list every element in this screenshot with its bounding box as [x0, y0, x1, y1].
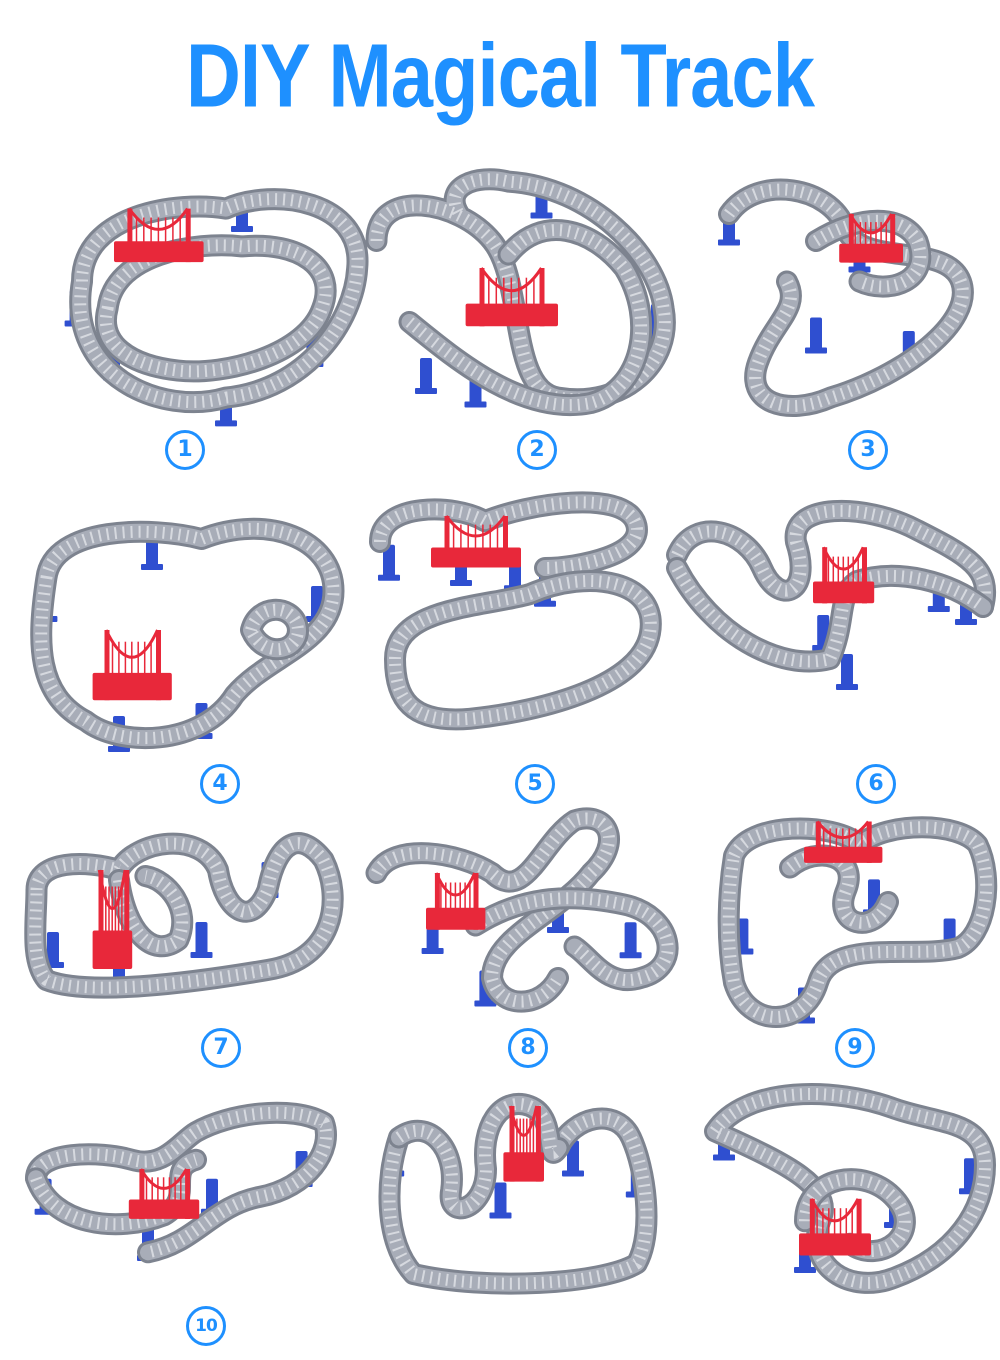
track-upper-ties	[405, 224, 648, 411]
support-pillar	[383, 544, 395, 579]
suspension-bridge	[804, 820, 883, 863]
track-upper-bed	[669, 560, 991, 670]
track-layout-8	[360, 807, 690, 1020]
track-layout-7	[20, 820, 350, 1020]
track-main-ties	[35, 522, 340, 745]
support-pillar-foot	[848, 266, 871, 273]
layout-number-badge: 7	[201, 1028, 241, 1068]
track-upper-ties	[389, 575, 657, 726]
support-pillar	[494, 1182, 507, 1217]
track-main-bed	[27, 835, 341, 996]
track-layout-5	[365, 490, 665, 750]
track-illustration	[64, 188, 369, 427]
track-layout-9	[717, 810, 1000, 1040]
support-pillar-foot	[141, 564, 163, 570]
support-pillar-foot	[955, 619, 977, 625]
support-pillar-foot	[215, 420, 237, 427]
track-layout-12	[700, 1075, 1000, 1300]
track-layout-10	[20, 1095, 340, 1280]
track-upper-bed	[387, 573, 659, 728]
support-pillar-foot	[805, 347, 827, 354]
support-pillar-foot	[718, 239, 740, 246]
track-illustration	[666, 499, 997, 690]
layout-number-badge: 10	[186, 1306, 226, 1346]
support-pillar-foot	[421, 948, 444, 954]
layout-number-badge: 3	[848, 430, 888, 470]
track-layout-3	[700, 160, 990, 430]
layout-number-badge: 4	[200, 764, 240, 804]
support-pillar-foot	[794, 1267, 816, 1273]
suspension-bridge	[114, 207, 204, 263]
support-pillar-foot	[836, 684, 858, 690]
layout-number-badge: 5	[515, 764, 555, 804]
support-pillar-foot	[415, 388, 437, 394]
suspension-bridge	[426, 872, 486, 930]
track-layout-2	[360, 160, 690, 430]
track-main-ties	[74, 193, 364, 409]
suspension-bridge	[128, 1168, 200, 1219]
track-main-ties	[30, 1106, 332, 1259]
suspension-bridge	[92, 629, 172, 701]
track-illustration	[718, 178, 974, 417]
support-pillar	[841, 654, 853, 688]
suspension-bridge	[503, 1105, 544, 1182]
suspension-bridge	[839, 213, 903, 263]
support-pillar-foot	[562, 1170, 584, 1177]
suspension-bridge	[431, 515, 521, 568]
support-pillar-foot	[927, 606, 950, 612]
support-pillar-foot	[378, 574, 400, 581]
support-pillar-foot	[190, 952, 213, 958]
track-main-ties	[374, 496, 643, 574]
support-pillar-foot	[530, 212, 553, 219]
support-pillar	[195, 922, 208, 956]
track-main-ties	[371, 812, 615, 1008]
track-main-ties	[671, 504, 992, 609]
layout-number-badge: 2	[517, 430, 557, 470]
track-upper-ties	[395, 1098, 564, 1215]
suspension-bridge	[465, 267, 558, 327]
support-pillar-foot	[547, 927, 569, 933]
track-illustration	[365, 168, 676, 416]
support-pillar-foot	[534, 600, 556, 607]
support-pillar-foot	[450, 580, 472, 586]
suspension-bridge	[92, 869, 133, 969]
support-pillar	[624, 922, 637, 957]
support-pillar-foot	[474, 1000, 497, 1007]
track-main-bed	[707, 1086, 993, 1291]
track-main-ties	[724, 183, 969, 412]
track-illustration	[30, 517, 345, 752]
track-illustration	[704, 1083, 996, 1294]
track-main-ties	[722, 821, 993, 1023]
suspension-bridge	[799, 1198, 871, 1256]
support-pillar-foot	[231, 226, 253, 232]
support-pillar	[47, 932, 59, 966]
layout-number-badge: 9	[835, 1028, 875, 1068]
track-layout-4	[20, 500, 350, 760]
page-title: DIY Magical Track	[186, 26, 815, 127]
layout-number-badge: 6	[856, 764, 896, 804]
track-main-bed	[381, 1110, 655, 1292]
track-layout-11	[370, 1085, 660, 1295]
track-illustration	[365, 807, 679, 1013]
layout-number-badge: 1	[165, 430, 205, 470]
suspension-bridge	[813, 546, 875, 604]
track-illustration	[369, 491, 662, 731]
support-pillar-foot	[713, 1154, 735, 1161]
track-illustration	[717, 816, 998, 1028]
layout-number-badge: 8	[508, 1028, 548, 1068]
track-layout-6	[660, 490, 1000, 750]
support-pillar-foot	[619, 952, 642, 959]
support-pillar	[420, 358, 432, 392]
support-pillar-foot	[464, 401, 487, 408]
track-upper-bed	[243, 601, 306, 658]
track-layout-1	[50, 160, 370, 430]
track-illustration	[24, 832, 344, 999]
track-illustration	[378, 1093, 658, 1295]
track-upper-ties	[799, 1173, 911, 1257]
track-illustration	[25, 1101, 337, 1264]
track-upper-ties	[472, 892, 674, 986]
support-pillar-foot	[489, 1212, 512, 1219]
support-pillar	[810, 317, 822, 352]
